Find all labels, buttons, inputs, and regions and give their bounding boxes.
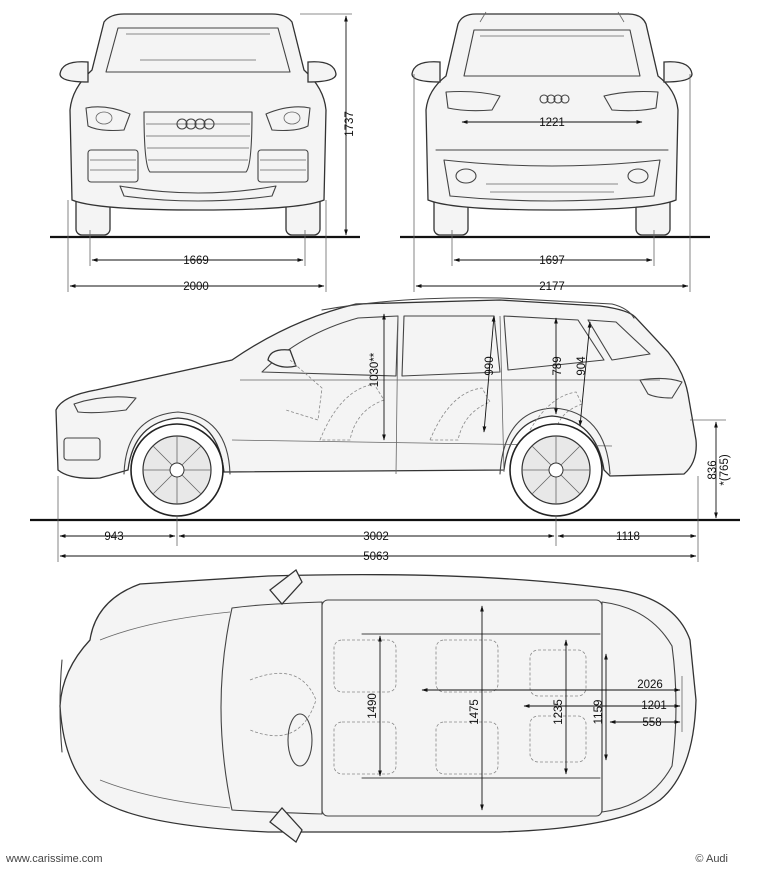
rear-overhang-label: 1118 bbox=[616, 531, 640, 543]
overall-length-label: 5063 bbox=[363, 551, 389, 563]
front-shoulder-width-label: 1490 bbox=[367, 693, 379, 719]
rear-headroom-label: 990 bbox=[484, 356, 496, 375]
cargo-length-rear-row-label: 1201 bbox=[641, 700, 667, 712]
front-headroom-label: 1030** bbox=[369, 352, 381, 387]
load-sill-alt-label: *(765) bbox=[719, 454, 731, 485]
rear-overall-width-label: 2177 bbox=[539, 281, 565, 293]
front-overall-width-label: 2000 bbox=[183, 281, 209, 293]
rear-width-label: 1221 bbox=[539, 117, 565, 129]
front-view bbox=[50, 13, 360, 292]
cargo-length-third-row-label: 558 bbox=[642, 717, 661, 729]
cargo-length-max-label: 2026 bbox=[637, 679, 663, 691]
copyright-credit: © Audi bbox=[695, 853, 728, 865]
website-credit: www.carissime.com bbox=[5, 853, 103, 865]
load-sill-height-label: 836 bbox=[707, 460, 719, 479]
rear-track-label: 1697 bbox=[539, 255, 565, 267]
wheelbase-label: 3002 bbox=[363, 531, 389, 543]
rear-shoulder-width-label: 1475 bbox=[469, 699, 481, 725]
top-view bbox=[59, 569, 697, 843]
side-view bbox=[30, 297, 740, 562]
cargo-width-label: 1159 bbox=[593, 700, 605, 725]
front-overhang-label: 943 bbox=[104, 531, 123, 543]
cargo-height-label: 904 bbox=[576, 356, 588, 376]
overall-height-label: 1737 bbox=[344, 111, 356, 137]
rear-view bbox=[400, 11, 710, 292]
third-row-width-label: 1235 bbox=[553, 699, 565, 725]
front-track-label: 1669 bbox=[183, 255, 209, 267]
third-row-headroom-label: 789 bbox=[552, 356, 564, 375]
